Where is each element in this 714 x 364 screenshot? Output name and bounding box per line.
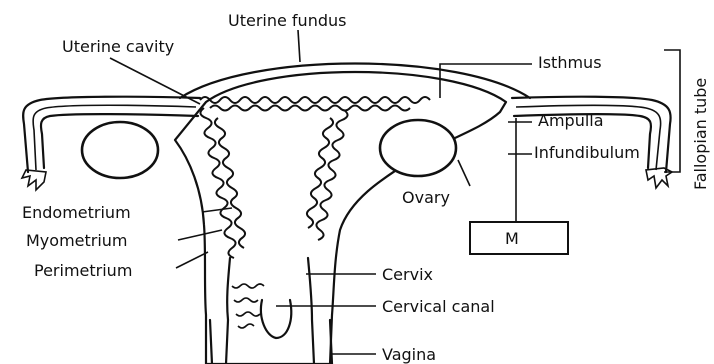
label-cervix: Cervix [382, 265, 433, 284]
label-vagina: Vagina [382, 345, 436, 364]
leader-ovary [458, 160, 470, 186]
label-cervical-canal: Cervical canal [382, 297, 495, 316]
label-uterine-cavity: Uterine cavity [62, 37, 174, 56]
label-endometrium: Endometrium [22, 203, 131, 222]
fallopian-tube-bracket [664, 50, 680, 172]
leader-perimetrium [176, 252, 208, 268]
label-myometrium: Myometrium [26, 231, 128, 250]
label-isthmus: Isthmus [538, 53, 602, 72]
left-ovary [82, 122, 158, 178]
right-fimbriae [646, 168, 672, 188]
label-marker: M [505, 229, 519, 248]
label-infundibulum: Infundibulum [534, 143, 640, 162]
label-ampulla: Ampulla [538, 111, 604, 130]
label-ovary: Ovary [402, 188, 450, 207]
label-uterine-fundus: Uterine fundus [228, 11, 346, 30]
marker-box [470, 222, 568, 254]
label-perimetrium: Perimetrium [34, 261, 132, 280]
right-ovary [380, 120, 456, 176]
left-fimbriae [22, 170, 46, 190]
leader-uterine-fundus [298, 30, 300, 62]
label-fallopian-tube: Fallopian tube [691, 78, 710, 190]
